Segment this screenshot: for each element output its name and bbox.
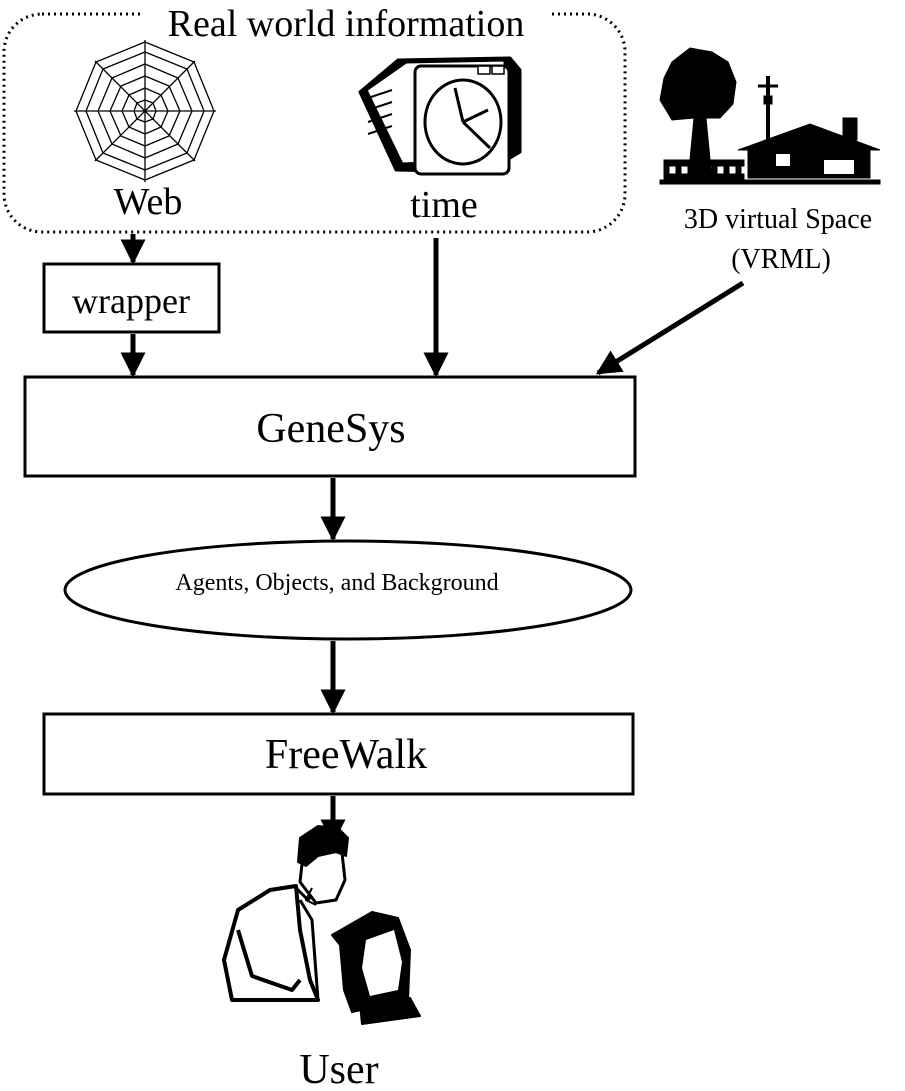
space-label-line2: (VRML) [731,244,831,275]
spider-web-icon [74,40,216,182]
genesys-label: GeneSys [256,406,405,452]
user-at-computer-icon [222,825,421,1025]
wrapper-label: wrapper [72,281,190,321]
freewalk-label: FreeWalk [265,732,427,778]
house-icon [659,47,881,185]
arrows [120,234,745,845]
output-ellipse: Agents, Objects, and Background [63,539,633,641]
web-label: Web [114,181,183,223]
space-label-line1: 3D virtual Space [684,204,872,235]
freewalk-box: FreeWalk [42,712,635,796]
wrapper-box: wrapper [42,262,221,334]
genesys-box: GeneSys [23,375,637,478]
real-world-title: Real world information [168,3,525,45]
clock-icon [358,56,522,176]
output-label: Agents, Objects, and Background [175,570,498,596]
real-world-group: Real world information [2,2,627,234]
time-label: time [410,184,478,226]
arrow-space-to-genesys [595,280,745,376]
user-label: User [299,1047,378,1091]
